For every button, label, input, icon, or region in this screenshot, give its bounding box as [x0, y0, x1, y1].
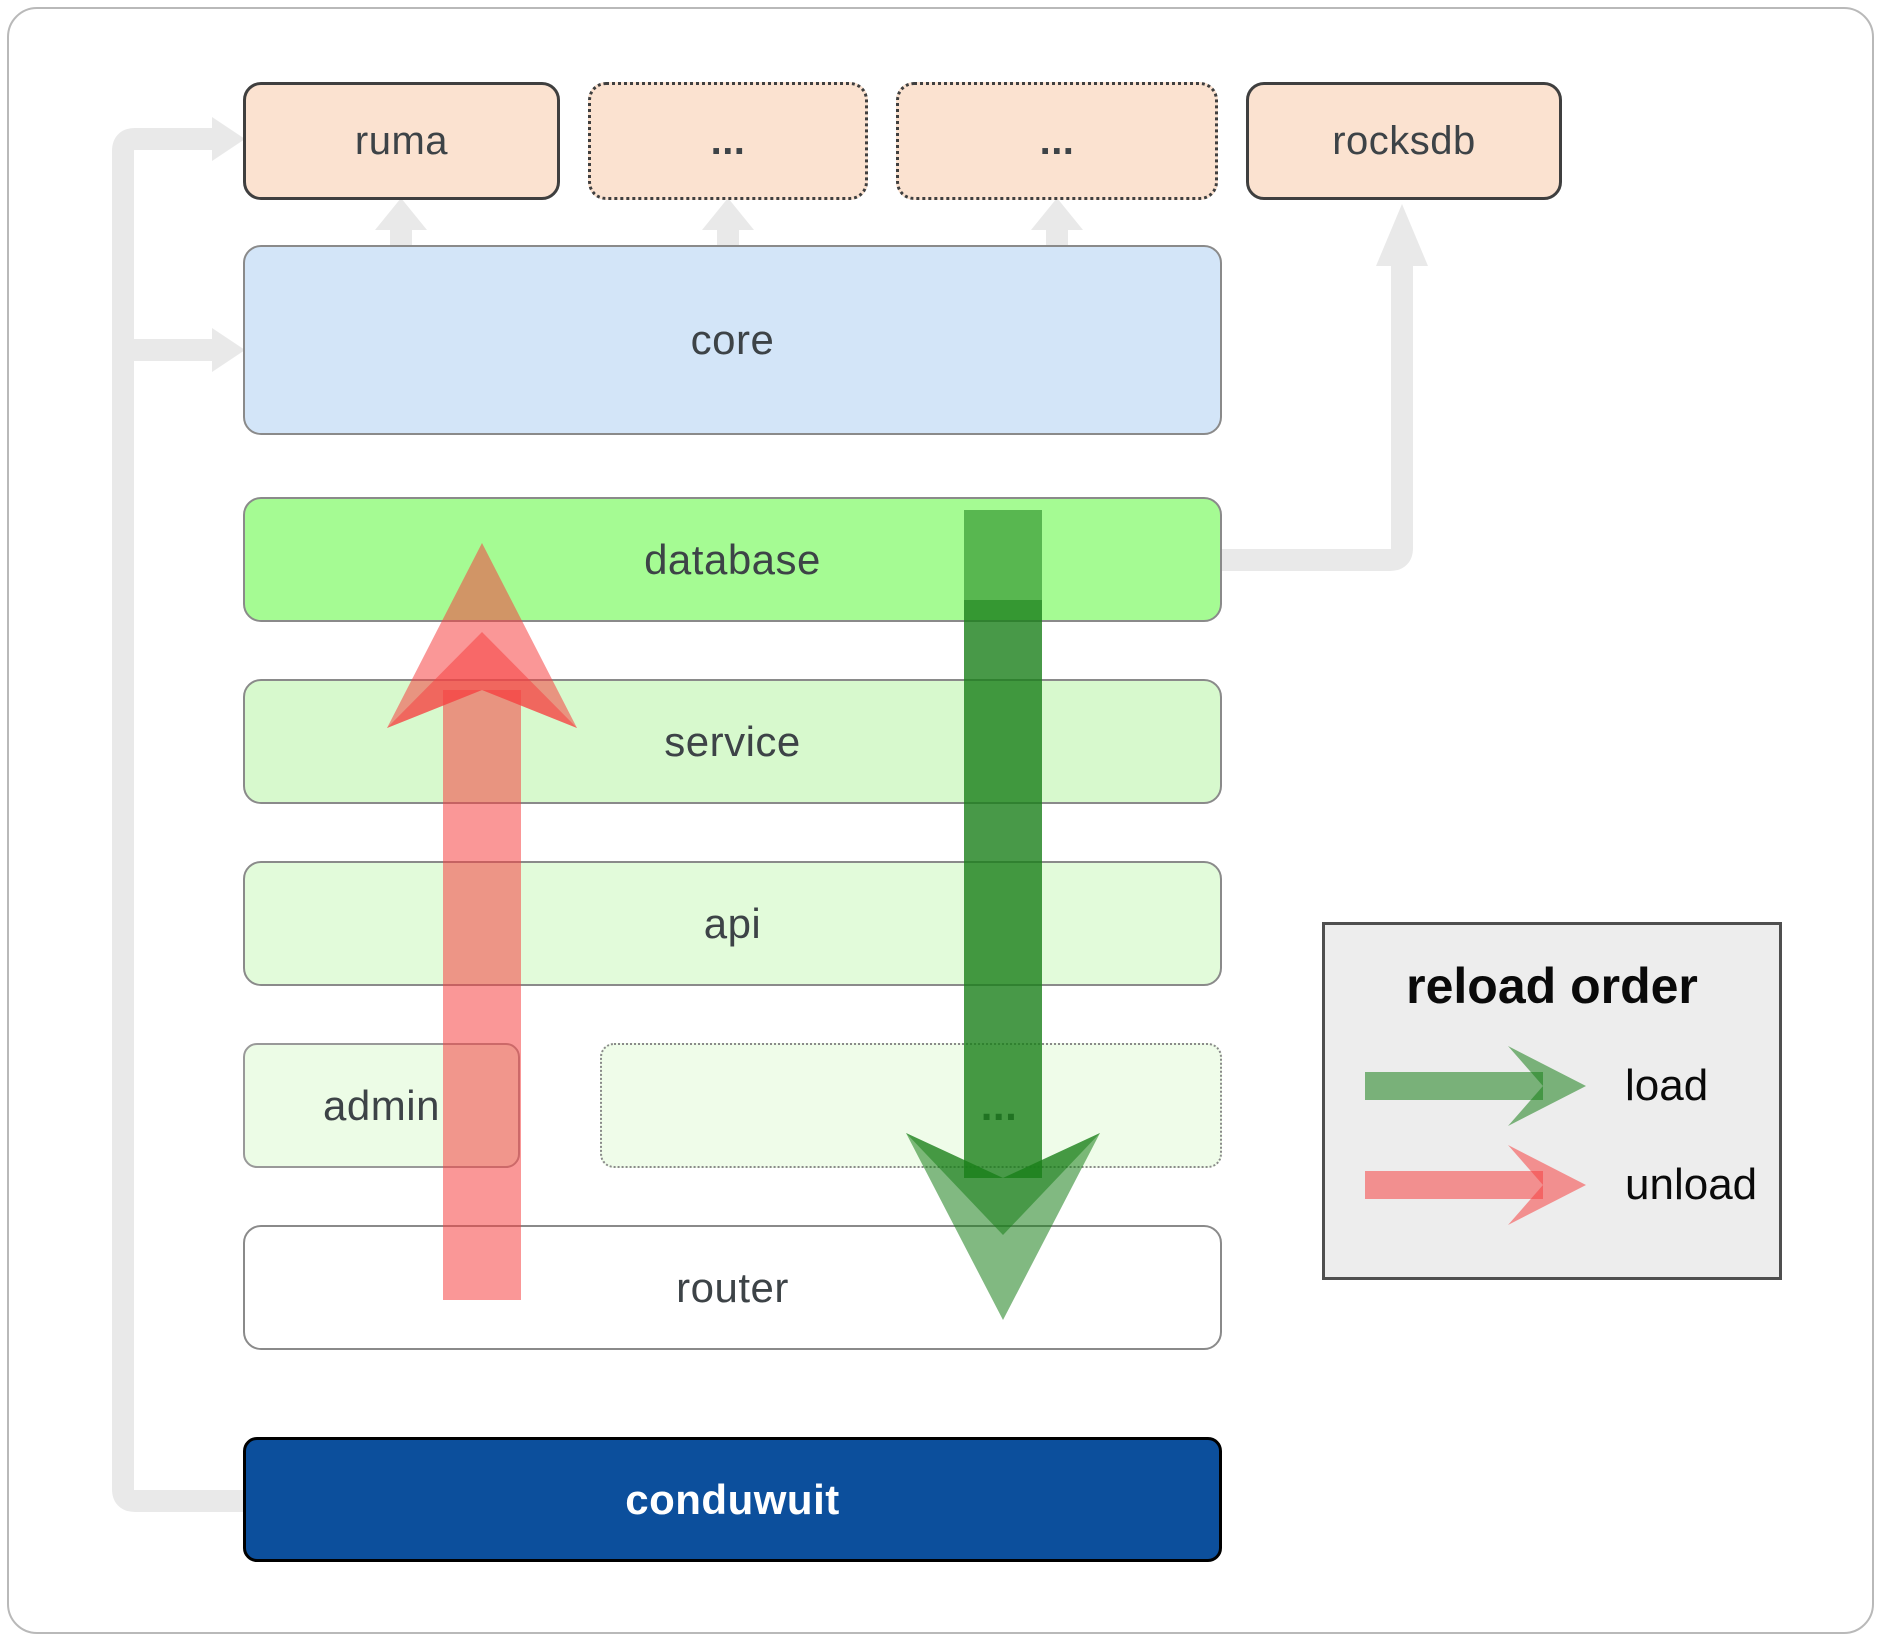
node-service-label: service	[664, 717, 801, 765]
node-database: database	[243, 497, 1222, 622]
node-admin: admin	[243, 1043, 520, 1168]
node-ruma-label: ruma	[354, 118, 449, 163]
legend: reload order load unload	[1322, 922, 1782, 1280]
legend-title: reload order	[1406, 958, 1698, 1014]
legend-unload-arrow-icon	[1365, 1145, 1586, 1225]
node-rocksdb-label: rocksdb	[1332, 118, 1476, 163]
node-dependency-more-1: ...	[588, 82, 868, 200]
node-service-more: ...	[600, 1043, 1222, 1168]
legend-load-arrow-icon	[1365, 1046, 1586, 1126]
node-conduwuit-label: conduwuit	[625, 1475, 840, 1523]
node-conduwuit: conduwuit	[243, 1437, 1222, 1562]
node-ruma: ruma	[243, 82, 560, 200]
node-rocksdb: rocksdb	[1246, 82, 1562, 200]
node-database-label: database	[644, 535, 821, 583]
node-router-label: router	[676, 1263, 789, 1311]
node-core-label: core	[690, 316, 775, 363]
node-core: core	[243, 245, 1222, 435]
node-api: api	[243, 861, 1222, 986]
node-dependency-more-1-label: ...	[710, 118, 746, 163]
node-service-more-label: ...	[980, 1081, 1018, 1129]
node-api-label: api	[703, 899, 762, 947]
node-admin-label: admin	[323, 1081, 440, 1129]
node-dependency-more-2-label: ...	[1039, 118, 1075, 163]
node-dependency-more-2: ...	[896, 82, 1218, 200]
legend-unload-label: unload	[1625, 1160, 1758, 1209]
node-router: router	[243, 1225, 1222, 1350]
legend-load-label: load	[1625, 1061, 1709, 1110]
node-service: service	[243, 679, 1222, 804]
